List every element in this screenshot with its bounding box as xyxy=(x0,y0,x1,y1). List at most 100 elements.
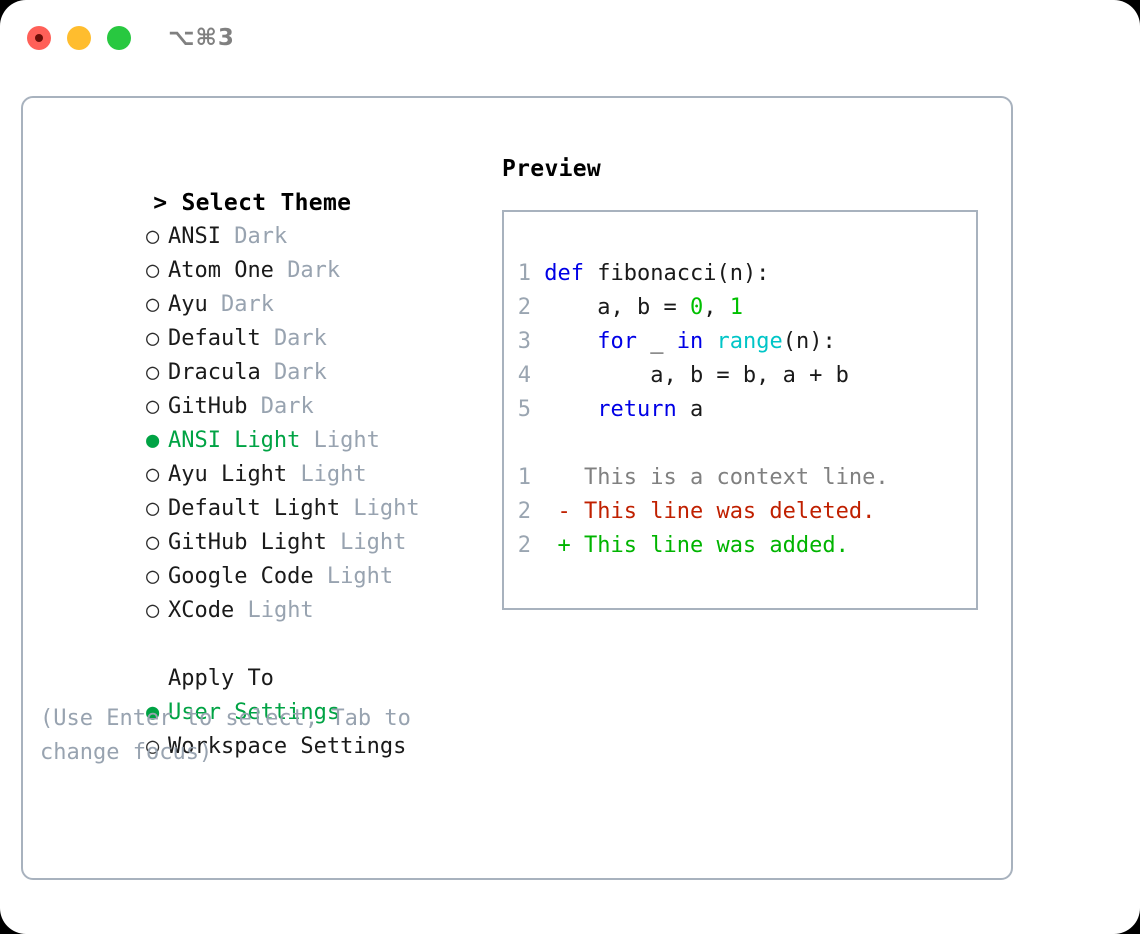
code-text: _ xyxy=(636,329,677,354)
keyboard-shortcut-label: ⌥⌘3 xyxy=(168,25,235,51)
code-text: fibonacci(n): xyxy=(584,261,770,286)
radio-icon[interactable]: ○ xyxy=(145,734,160,759)
line-number: 2 xyxy=(517,533,531,558)
titlebar: ⌥⌘3 xyxy=(0,0,1140,78)
maximize-window-icon[interactable] xyxy=(107,26,131,50)
diff-line-added: 2 + This line was added. xyxy=(517,529,968,563)
code-keyword: in xyxy=(676,329,704,354)
code-text: a, b = b, a + b xyxy=(544,363,849,388)
apply-to-row-user-settings[interactable]: ● User Settings xyxy=(40,662,490,725)
line-number: 1 xyxy=(517,465,531,490)
keyboard-hint-text: (Use Enter to select, Tab to change focu… xyxy=(40,706,425,765)
preview-column: Preview 1 def fibonacci(n): 2 a, b = 0, … xyxy=(502,152,992,610)
apply-to-row-workspace-settings[interactable]: ○ Workspace Settings xyxy=(40,696,490,759)
radio-icon[interactable]: ○ xyxy=(145,462,160,487)
radio-icon[interactable]: ○ xyxy=(145,360,160,385)
line-number: 4 xyxy=(517,363,531,388)
code-text: a xyxy=(676,397,704,422)
theme-name-label: ANSI xyxy=(167,224,221,249)
theme-row[interactable]: ○ GitHub Light Light xyxy=(40,492,490,555)
radio-icon[interactable]: ○ xyxy=(145,394,160,419)
preview-title: Preview xyxy=(502,156,602,182)
code-line: 1 def fibonacci(n): xyxy=(517,257,968,291)
code-line: 5 return a xyxy=(517,393,968,427)
theme-row[interactable]: ○Dracula Dark xyxy=(40,322,490,385)
theme-kind-label: Dark xyxy=(287,258,341,283)
code-keyword: for xyxy=(597,329,637,354)
code-text: (n): xyxy=(782,329,836,354)
code-number: 1 xyxy=(729,295,743,320)
theme-selector-column: > Select Theme ○ ANSI Dark ○ Atom One Dark… xyxy=(40,152,490,759)
theme-name-label: Default Light xyxy=(167,496,341,521)
line-number: 2 xyxy=(517,295,531,320)
radio-icon[interactable]: ○ xyxy=(145,598,160,623)
diff-text: This line was deleted. xyxy=(570,499,876,524)
theme-name-label: Google Code xyxy=(167,564,314,589)
apply-to-label: Workspace Settings xyxy=(167,734,407,759)
radio-icon[interactable]: ○ xyxy=(145,530,160,555)
theme-name-label: GitHub Light xyxy=(167,530,327,555)
theme-kind-label: Light xyxy=(353,496,420,521)
theme-row[interactable]: ○ ANSI Dark xyxy=(40,186,490,249)
diff-sign xyxy=(558,465,571,490)
radio-icon[interactable]: ○ xyxy=(145,496,160,521)
code-keyword: return xyxy=(597,397,677,422)
code-text: , xyxy=(703,295,730,320)
code-builtin: range xyxy=(716,329,783,354)
line-number: 2 xyxy=(517,499,531,524)
diff-text: This line was added. xyxy=(570,533,849,558)
theme-name-label: GitHub xyxy=(167,394,248,419)
theme-row[interactable]: ○XCode Light xyxy=(40,560,490,623)
radio-icon[interactable]: ○ xyxy=(145,564,160,589)
theme-row[interactable]: ○ Default Dark xyxy=(40,288,490,351)
apply-to-label: User Settings xyxy=(167,700,341,725)
apply-to-header-label: Apply To xyxy=(167,666,274,691)
theme-kind-label: Dark xyxy=(273,360,327,385)
theme-name-label: ANSI Light xyxy=(167,428,301,453)
theme-row[interactable]: ○Ayu Dark xyxy=(40,254,490,317)
theme-row[interactable]: ○ Google Code Light xyxy=(40,526,490,589)
code-text xyxy=(703,329,716,354)
theme-kind-label: Light xyxy=(247,598,314,623)
diff-line-context: 1 This is a context line. xyxy=(517,461,968,495)
code-line: 4 a, b = b, a + b xyxy=(517,359,968,393)
radio-icon[interactable]: ○ xyxy=(145,224,160,249)
radio-icon[interactable]: ○ xyxy=(145,326,160,351)
close-dot-icon xyxy=(35,34,43,42)
theme-kind-label: Dark xyxy=(234,224,288,249)
window-controls xyxy=(27,26,131,50)
apply-to-header: Apply To xyxy=(40,628,490,691)
theme-kind-label: Dark xyxy=(273,326,327,351)
theme-name-label: Atom One xyxy=(167,258,274,283)
code-number: 0 xyxy=(689,295,704,320)
theme-name-label: Default xyxy=(167,326,261,351)
theme-kind-label: Dark xyxy=(220,292,274,317)
code-keyword: def xyxy=(544,261,584,286)
theme-kind-label: Light xyxy=(300,462,367,487)
line-number: 3 xyxy=(517,329,531,354)
theme-row[interactable]: ○Ayu Light Light xyxy=(40,424,490,487)
code-line: 3 for _ in range(n): xyxy=(517,325,968,359)
theme-row-selected[interactable]: ●ANSI Light Light xyxy=(40,390,490,453)
close-window-icon[interactable] xyxy=(27,26,51,50)
radio-icon[interactable]: ○ xyxy=(145,292,160,317)
radio-selected-icon[interactable]: ● xyxy=(145,428,160,453)
radio-selected-icon[interactable]: ● xyxy=(145,700,160,725)
theme-kind-label: Light xyxy=(340,530,407,555)
diff-text: This is a context line. xyxy=(570,465,889,490)
theme-row[interactable]: ○ GitHub Dark xyxy=(40,356,490,419)
radio-icon[interactable]: ○ xyxy=(145,258,160,283)
select-theme-header-label: > Select Theme xyxy=(153,190,352,216)
theme-kind-label: Light xyxy=(326,564,394,589)
diff-line-deleted: 2 - This line was deleted. xyxy=(517,495,968,529)
code-blank-line xyxy=(517,427,968,461)
preview-box: 1 def fibonacci(n): 2 a, b = 0, 1 3 for … xyxy=(502,210,978,610)
theme-row[interactable]: ○ Default Light Light xyxy=(40,458,490,521)
theme-kind-label: Dark xyxy=(260,394,314,419)
main-panel: > Select Theme ○ ANSI Dark ○ Atom One Dark… xyxy=(21,96,1013,880)
theme-row[interactable]: ○ Atom One Dark xyxy=(40,220,490,283)
line-number: 1 xyxy=(517,261,531,286)
minimize-window-icon[interactable] xyxy=(67,26,91,50)
select-theme-header: > Select Theme xyxy=(40,152,490,216)
